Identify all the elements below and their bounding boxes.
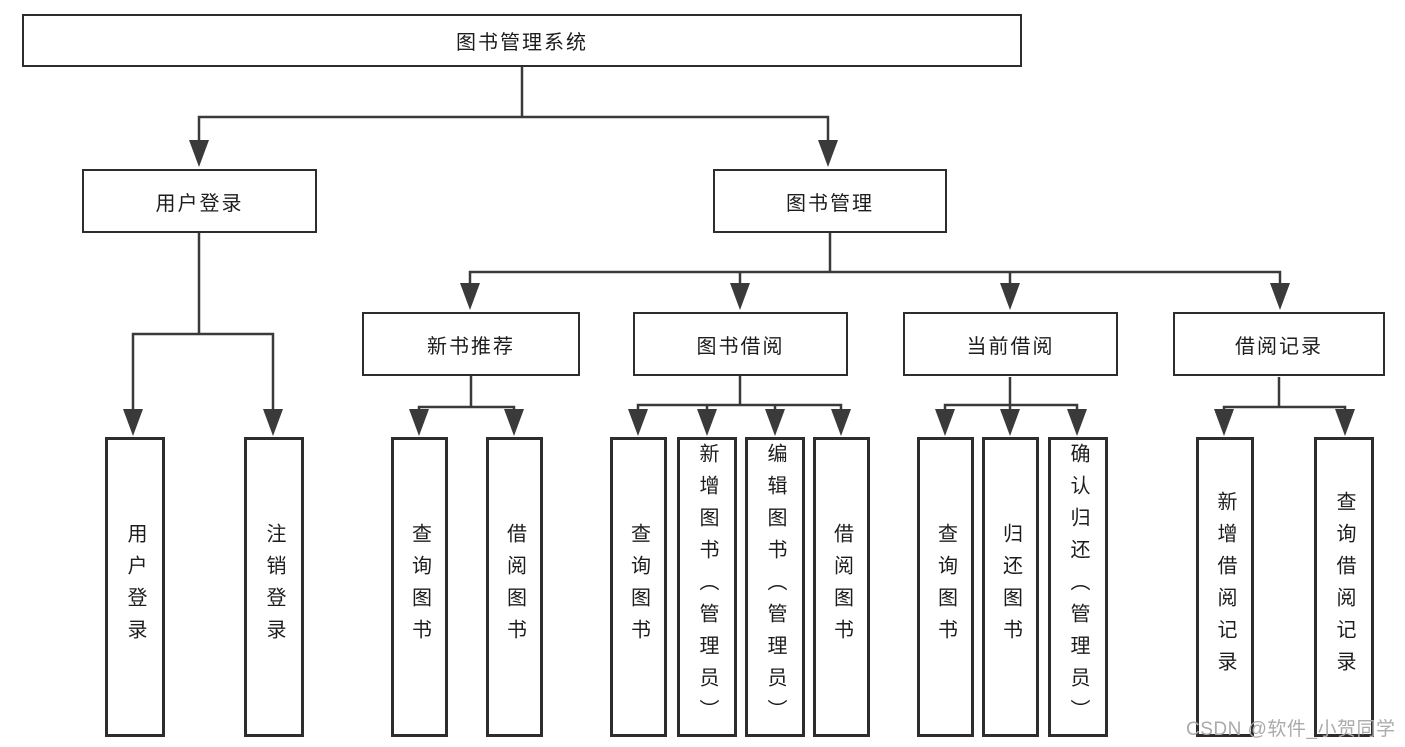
node-label: 用户登录: [155, 192, 244, 215]
node-current-borrow: 当前借阅: [903, 312, 1118, 376]
node-label: 归还图书: [999, 523, 1022, 651]
node-label: 图书管理: [786, 192, 874, 215]
node-label: 借阅记录: [1235, 335, 1323, 358]
node-label: 借阅图书: [830, 523, 853, 651]
csdn-watermark: CSDN @软件_小贺同学: [1186, 719, 1396, 740]
leaf-add-books-admin: 新增图书（管理员）: [677, 437, 737, 737]
node-new-book-recommend: 新书推荐: [362, 312, 580, 376]
node-label: 编辑图书（管理员）: [764, 443, 786, 731]
node-label: 借阅图书: [503, 523, 526, 651]
node-book-borrow: 图书借阅: [633, 312, 848, 376]
leaf-confirm-return-admin: 确认归还（管理员）: [1048, 437, 1108, 737]
node-user-login-branch: 用户登录: [82, 169, 317, 233]
node-label: 查询图书: [934, 523, 957, 651]
node-root-system: 图书管理系统: [22, 14, 1022, 67]
arrowheads: [123, 140, 1355, 436]
node-label: 当前借阅: [966, 335, 1055, 358]
leaf-return-books: 归还图书: [982, 437, 1039, 737]
node-label: 注销登录: [263, 523, 285, 651]
leaf-recommend-borrow-books: 借阅图书: [486, 437, 543, 737]
leaf-borrow-borrow-books: 借阅图书: [813, 437, 870, 737]
node-book-management-branch: 图书管理: [713, 169, 947, 233]
leaf-query-borrow-record: 查询借阅记录: [1314, 437, 1374, 737]
node-label: 图书管理系统: [456, 32, 588, 54]
node-label: 查询借阅记录: [1333, 491, 1355, 683]
leaf-borrow-query-books: 查询图书: [610, 437, 667, 737]
node-label: 用户登录: [124, 523, 146, 651]
node-label: 查询图书: [408, 523, 431, 651]
node-label: 新书推荐: [427, 335, 515, 358]
leaf-add-borrow-record: 新增借阅记录: [1196, 437, 1254, 737]
leaf-current-query-books: 查询图书: [917, 437, 974, 737]
leaf-recommend-query-books: 查询图书: [391, 437, 448, 737]
node-label: 图书借阅: [696, 335, 785, 358]
leaf-logout: 注销登录: [244, 437, 304, 737]
node-label: 确认归还（管理员）: [1067, 443, 1089, 731]
node-label: 新增图书（管理员）: [696, 443, 718, 731]
node-label: 新增借阅记录: [1214, 491, 1236, 683]
leaf-edit-books-admin: 编辑图书（管理员）: [745, 437, 805, 737]
leaf-user-login: 用户登录: [105, 437, 165, 737]
node-borrow-records: 借阅记录: [1173, 312, 1385, 376]
node-label: 查询图书: [627, 523, 650, 651]
